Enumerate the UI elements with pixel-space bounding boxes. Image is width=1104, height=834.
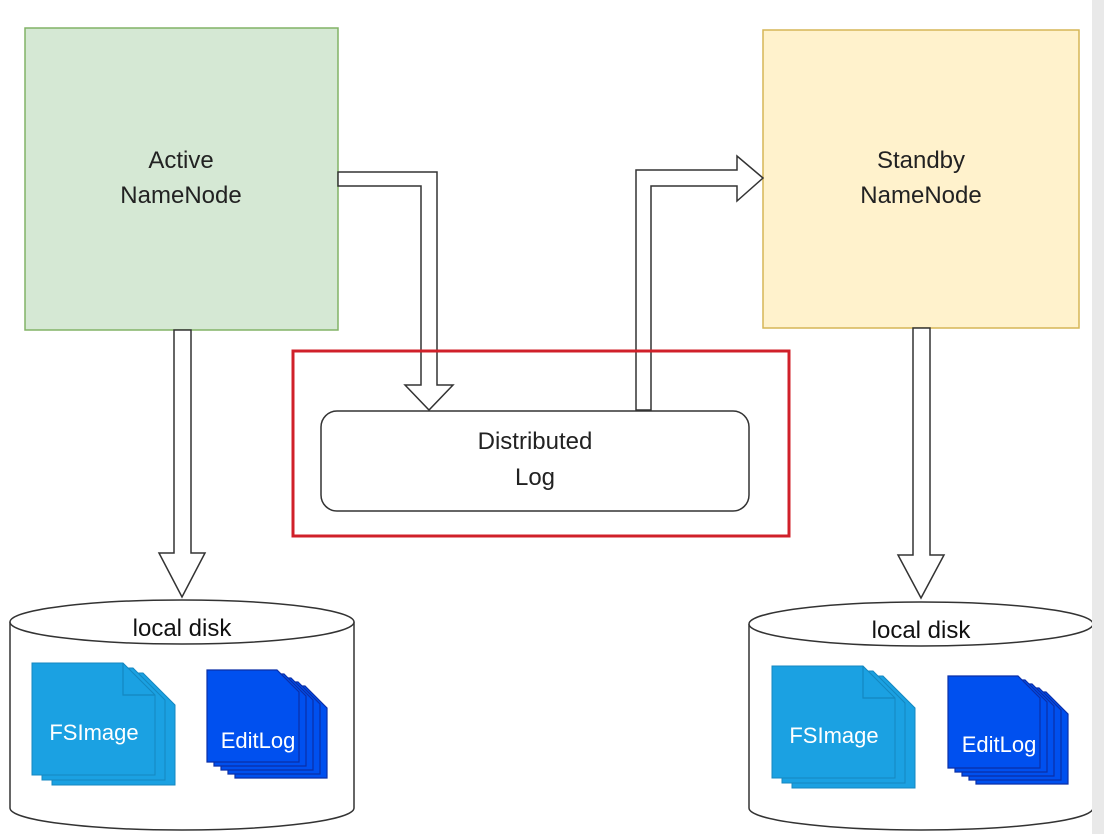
fsimage-label-left: FSImage xyxy=(49,720,138,745)
distributed-log: Distributed Log xyxy=(320,410,750,512)
local-disk-right-label: local disk xyxy=(872,617,972,644)
standby-namenode-label-line1: Standby xyxy=(877,147,965,174)
editlog-icon-left: EditLog xyxy=(206,669,328,779)
distributed-log-label-line2: Log xyxy=(515,464,555,491)
local-disk-left-label: local disk xyxy=(133,615,233,642)
editlog-label-right: EditLog xyxy=(962,732,1037,757)
local-disk-right: local disk FSImage EditLog xyxy=(748,601,1094,831)
arrow-log-to-standby xyxy=(635,154,765,411)
fsimage-label-right: FSImage xyxy=(789,723,878,748)
active-namenode: Active NameNode xyxy=(24,27,339,331)
arrow-active-to-log xyxy=(337,171,455,412)
editlog-label-left: EditLog xyxy=(221,728,296,753)
arrow-active-to-disk xyxy=(157,329,207,599)
editlog-icon-right: EditLog xyxy=(947,675,1069,785)
active-namenode-label-line2: NameNode xyxy=(120,182,241,209)
fsimage-icon-right: FSImage xyxy=(771,665,916,789)
window-edge-strip xyxy=(1092,0,1104,834)
active-namenode-label-line1: Active xyxy=(148,147,213,174)
distributed-log-label-line1: Distributed xyxy=(478,428,593,455)
log-highlight-box xyxy=(291,349,791,538)
fsimage-icon-left: FSImage xyxy=(31,662,176,786)
standby-namenode: Standby NameNode xyxy=(762,29,1080,329)
arrow-standby-to-disk xyxy=(896,327,946,600)
standby-namenode-label-line2: NameNode xyxy=(860,182,981,209)
local-disk-left: local disk FSImage EditLog xyxy=(9,599,355,831)
